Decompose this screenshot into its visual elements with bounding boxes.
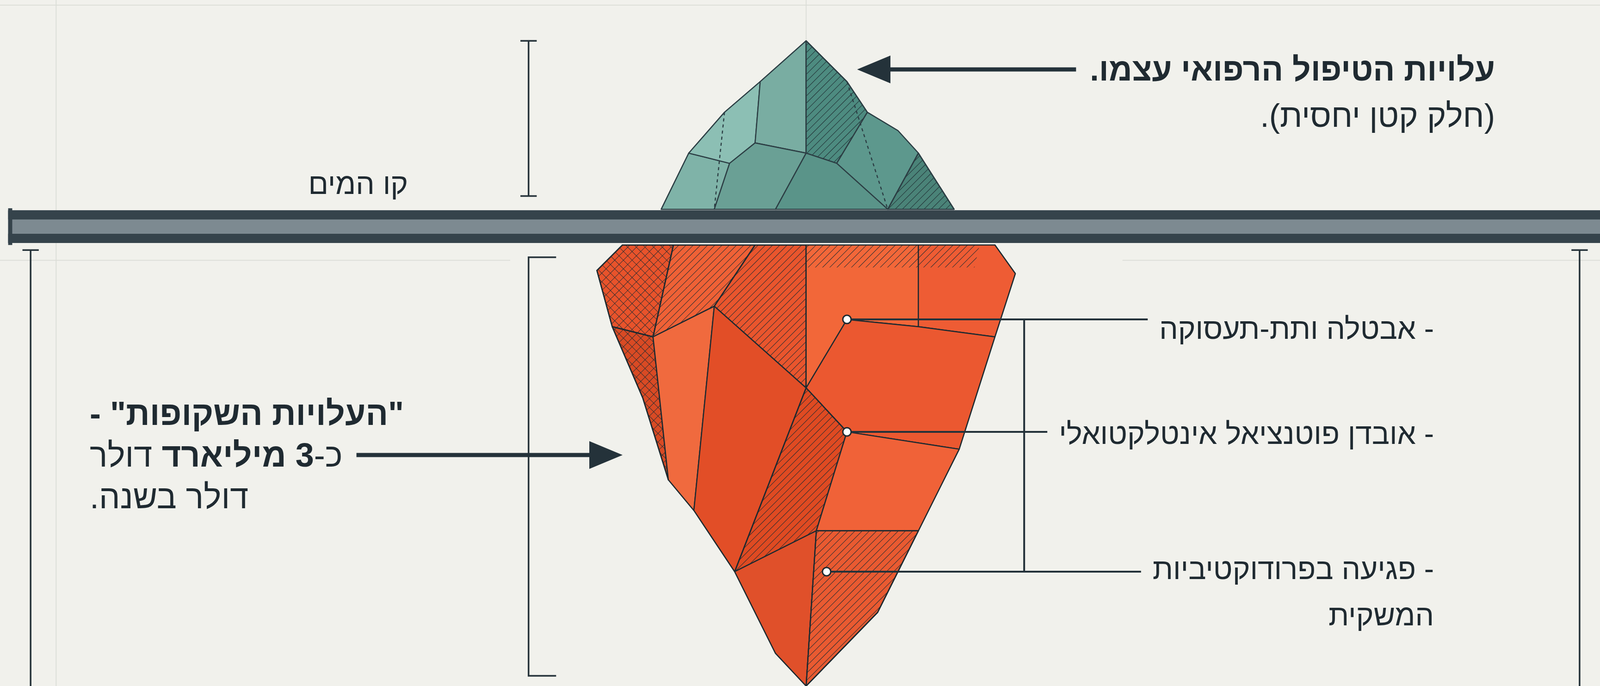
- cost-callout: עלויות הטיפול הרפואי עצמו. (חלק קטן יחסית…: [1089, 46, 1495, 139]
- callout-amount: 3 מיליארד: [161, 436, 314, 474]
- iceberg-hatch: [806, 244, 980, 268]
- iceberg-facet: [734, 530, 816, 686]
- bracket: [22, 249, 39, 252]
- waterline-callout: קו המים: [308, 162, 408, 205]
- iceberg-top: [661, 40, 954, 210]
- iceberg-facet: [754, 40, 806, 154]
- iceberg-facet: [806, 530, 919, 686]
- leader-line: [846, 430, 1048, 433]
- hidden-cost-callout: "העלויות השקופות" -כ-3 מיליארדדולרדולר ב…: [89, 392, 404, 518]
- callout-note: (חלק קטן יחסית).: [1260, 97, 1495, 134]
- bracket: [527, 40, 530, 196]
- iceberg-bottom: [597, 244, 1016, 686]
- waterline: [8, 208, 1600, 245]
- leader-dot: [842, 315, 852, 324]
- iceberg-edge: [714, 112, 725, 210]
- waterline-bar: [8, 210, 1600, 243]
- callout-heading: "העלויות השקופות" -: [89, 394, 404, 432]
- text-line: דולר בשנה.: [89, 475, 404, 518]
- impact-item: - פגיעה בפרודוקטיביות המשקית: [1054, 545, 1434, 638]
- iceberg-facet: [887, 153, 954, 210]
- callout-arrow-shaft: [356, 452, 590, 458]
- grid-line: [0, 4, 1600, 6]
- text-line: עלויות הטיפול הרפואי עצמו.: [1089, 46, 1495, 93]
- text-line: (חלק קטן יחסית).: [1089, 92, 1495, 139]
- iceberg-facet: [816, 431, 960, 531]
- callout-amount: דולר בשנה.: [89, 477, 249, 515]
- grid-line: [1122, 259, 1600, 261]
- waterline-cap: [8, 208, 13, 245]
- callout-arrow-shaft: [890, 67, 1076, 72]
- leader-dot: [822, 567, 831, 576]
- iceberg-hatch: [806, 530, 919, 686]
- bracket: [520, 195, 537, 198]
- iceberg-edge: [846, 81, 888, 210]
- callout-amount: דולר: [89, 436, 153, 474]
- callout-arrow-head: [857, 55, 891, 84]
- impact-text: - אבטלה ותת-תעסוקה: [1159, 311, 1434, 346]
- text-line: - אובדן פוטנציאל אינטלקטואלי: [1054, 410, 1434, 457]
- text-line: כ-3 מיליארדדולר: [89, 433, 404, 476]
- iceberg-hatch: [887, 153, 954, 210]
- iceberg-facet: [775, 153, 889, 210]
- callout-amount: כ-: [314, 436, 343, 474]
- bracket: [29, 249, 32, 686]
- iceberg-outline: [661, 40, 954, 210]
- leader-line: [846, 318, 1148, 321]
- text-line: קו המים: [308, 162, 408, 205]
- callout-arrow-head: [589, 440, 623, 469]
- waterline-bar: [8, 210, 1600, 220]
- bracket: [528, 257, 557, 676]
- bracket: [1578, 249, 1581, 686]
- iceberg-outline: [597, 244, 1016, 686]
- waterline-bar: [8, 233, 1600, 243]
- grid-line: [0, 259, 511, 261]
- callout-heading: עלויות הטיפול הרפואי עצמו.: [1089, 51, 1495, 88]
- text-line: - פגיעה בפרודוקטיביות המשקית: [1054, 545, 1434, 638]
- brackets: [22, 40, 1588, 686]
- waterline-label: קו המים: [308, 166, 408, 201]
- grid-line: [55, 0, 57, 686]
- impact-text: - אובדן פוטנציאל אינטלקטואלי: [1058, 416, 1434, 451]
- leader-line: [826, 570, 1142, 573]
- bracket: [520, 39, 537, 42]
- impact-text: - פגיעה בפרודוקטיביות המשקית: [1152, 551, 1434, 632]
- impact-item: - אובדן פוטנציאל אינטלקטואלי: [1054, 410, 1434, 457]
- grid-line: [805, 0, 807, 41]
- text-line: "העלויות השקופות" -: [89, 392, 404, 434]
- bracket: [1571, 249, 1588, 252]
- impact-item: - אבטלה ותת-תעסוקה: [1054, 305, 1434, 352]
- leader-dot: [842, 427, 852, 436]
- leader-bracket: [1023, 319, 1026, 572]
- text-line: - אבטלה ותת-תעסוקה: [1054, 305, 1434, 352]
